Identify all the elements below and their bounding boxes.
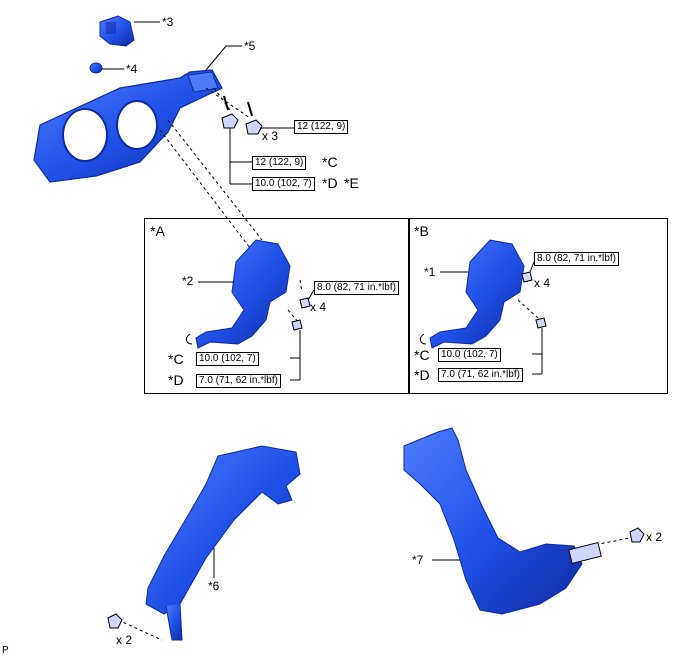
tag-c-1: *C — [322, 154, 338, 170]
label-part-6: *6 — [208, 579, 220, 593]
tag-c-2: *C — [168, 351, 184, 367]
tag-d-2: *D — [168, 372, 184, 388]
label-panel-a: *A — [150, 223, 165, 239]
qty-x2-b: x 2 — [646, 530, 663, 544]
qty-x4-a: x 4 — [310, 300, 327, 314]
part-6-shape — [145, 445, 301, 641]
tag-d-3: *D — [414, 367, 430, 383]
torque-b-8: 8.0 (82, 71 in.*lbf) — [534, 252, 619, 266]
panel-a — [144, 218, 410, 394]
part-1-shape — [419, 239, 525, 349]
torque-a-8: 8.0 (82, 71 in.*lbf) — [314, 281, 399, 295]
label-panel-b: *B — [414, 223, 429, 239]
part-5-shape — [33, 69, 223, 183]
tag-e-1: *E — [344, 175, 359, 191]
torque-b-7: 7.0 (71, 62 in.*lbf) — [438, 368, 523, 382]
part-7-shape — [403, 427, 602, 615]
label-part-4: *4 — [126, 62, 138, 76]
footer-code: P — [2, 645, 9, 656]
torque-a-7: 7.0 (71, 62 in.*lbf) — [196, 374, 281, 388]
tag-d-1: *D — [322, 175, 338, 191]
label-part-1: *1 — [424, 265, 436, 279]
bolt-upper-right — [245, 101, 263, 135]
label-part-5: *5 — [244, 39, 256, 53]
part-3-shape — [99, 15, 135, 47]
panel-b — [408, 218, 668, 394]
qty-x2-a: x 2 — [116, 633, 133, 647]
torque-10-d: 10.0 (102, 7) — [252, 177, 315, 191]
tag-c-3: *C — [414, 347, 430, 363]
part-2-shape — [185, 239, 291, 349]
torque-a-10: 10.0 (102, 7) — [196, 352, 259, 366]
guide-lines — [117, 87, 631, 641]
torque-12-x3: 12 (122, 9) — [294, 120, 349, 134]
part-4-shape — [89, 62, 103, 74]
torque-12-c: 12 (122, 9) — [252, 156, 307, 170]
label-part-3: *3 — [162, 15, 174, 29]
bolt-upper-left — [221, 95, 239, 129]
qty-x4-b: x 4 — [534, 276, 551, 290]
torque-b-10: 10.0 (102, 7) — [438, 348, 501, 362]
label-part-7: *7 — [412, 553, 424, 567]
qty-x3: x 3 — [262, 129, 279, 143]
label-part-2: *2 — [182, 274, 194, 288]
